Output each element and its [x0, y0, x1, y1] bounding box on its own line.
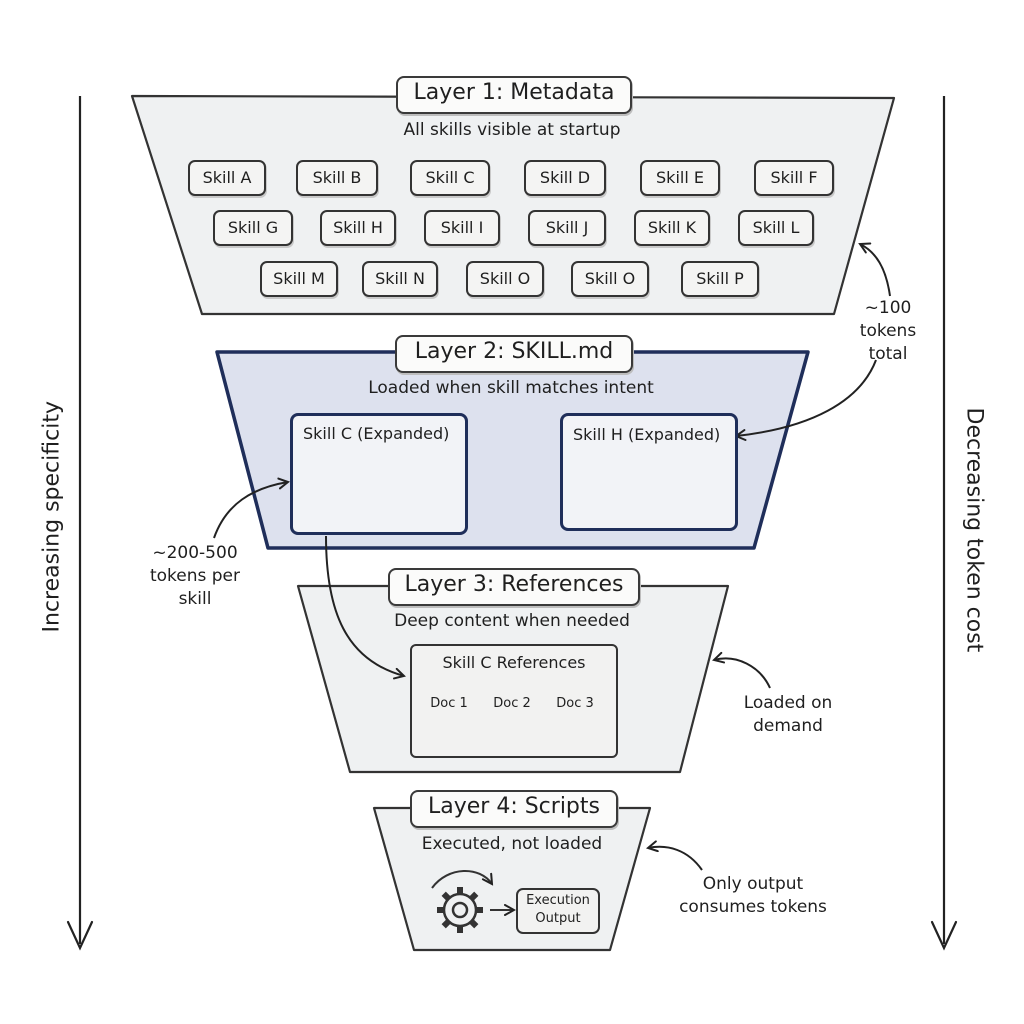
- doc-label: Doc 3: [556, 696, 594, 711]
- arrow-to-skill-h-card: [736, 359, 877, 436]
- layer4-funnel: [372, 806, 652, 952]
- arrow-layer4-note: [648, 847, 703, 871]
- skill-chip: Skill L: [738, 210, 814, 246]
- doc-label: Doc 1: [430, 696, 468, 711]
- skill-chip: Skill I: [424, 210, 500, 246]
- arrow-layer3-note: [714, 658, 771, 689]
- right-side-arrow: [930, 96, 958, 951]
- skill-chip: Skill F: [754, 160, 834, 196]
- layer1-funnel: [130, 94, 896, 316]
- layer1-token-note: ~100 tokens total: [840, 297, 936, 366]
- note-line: tokens: [859, 321, 917, 341]
- skill-chip: Skill N: [362, 261, 438, 297]
- skill-chip: Skill A: [188, 160, 266, 196]
- arrow-to-skill-c-card: [213, 482, 288, 539]
- skill-chip: Skill C: [410, 160, 490, 196]
- note-line: tokens per: [149, 566, 241, 586]
- skill-chip: Skill E: [640, 160, 720, 196]
- note-line: demand: [753, 716, 823, 736]
- layer3-load-note: Loaded on demand: [726, 692, 850, 738]
- skill-c-expanded-title: Skill C (Expanded): [303, 424, 450, 443]
- layer2-subtitle: Loaded when skill matches intent: [368, 378, 654, 398]
- skill-c-expanded-card: Skill C (Expanded): [290, 413, 468, 535]
- note-line: Loaded on: [743, 693, 833, 713]
- layer4-title: Layer 4: Scripts: [410, 790, 618, 828]
- curved-arrow-icon: [431, 870, 492, 889]
- left-side-arrow: [66, 96, 94, 951]
- decreasing-token-cost-label: Decreasing token cost: [961, 407, 987, 653]
- skill-chip: Skill K: [634, 210, 710, 246]
- layer3-subtitle: Deep content when needed: [394, 611, 630, 631]
- layer2-token-note: ~200-500 tokens per skill: [130, 542, 260, 611]
- note-line: total: [868, 344, 908, 364]
- note-line: ~200-500: [152, 543, 238, 563]
- note-line: ~100: [864, 298, 912, 318]
- skill-chip: Skill O: [571, 261, 649, 297]
- skill-chip: Skill H: [320, 210, 396, 246]
- note-line: consumes tokens: [679, 897, 827, 917]
- skill-chip: Skill B: [296, 160, 378, 196]
- skill-chip: Skill J: [528, 210, 606, 246]
- arrow-layer1-tokens: [860, 244, 891, 297]
- skill-chip: Skill P: [681, 261, 759, 297]
- execution-output-box: Execution Output: [516, 888, 600, 934]
- skill-chip: Skill M: [260, 261, 338, 297]
- note-line: Only output: [702, 874, 804, 894]
- increasing-specificity-label: Increasing specificity: [39, 401, 65, 633]
- skill-chip: Skill G: [213, 210, 293, 246]
- doc-label: Doc 2: [493, 696, 531, 711]
- execution-output-line1: Execution: [526, 893, 590, 908]
- note-line: skill: [178, 589, 212, 609]
- skill-h-expanded-title: Skill H (Expanded): [573, 425, 721, 444]
- layer3-title: Layer 3: References: [388, 568, 640, 606]
- layer1-subtitle: All skills visible at startup: [403, 120, 621, 140]
- layer2-title: Layer 2: SKILL.md: [395, 335, 633, 373]
- skill-c-references-box: Skill C References: [410, 644, 618, 758]
- skill-chip: Skill D: [524, 160, 606, 196]
- layer1-title: Layer 1: Metadata: [396, 76, 632, 114]
- skill-c-references-title: Skill C References: [442, 653, 586, 672]
- execution-output-line2: Output: [535, 911, 581, 926]
- arrow-skill-c-to-references: [325, 535, 404, 676]
- layer4-subtitle: Executed, not loaded: [421, 834, 603, 854]
- layer4-output-note: Only output consumes tokens: [668, 873, 838, 919]
- skill-h-expanded-card: Skill H (Expanded): [560, 413, 738, 531]
- skill-chip: Skill O: [466, 261, 544, 297]
- gear-icon: [437, 887, 483, 933]
